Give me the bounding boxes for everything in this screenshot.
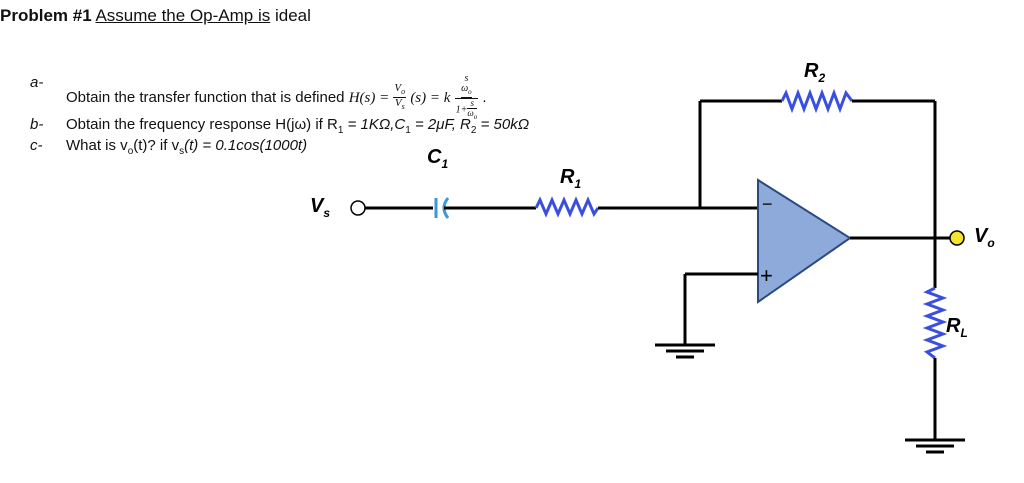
label-rl: RL (946, 315, 968, 340)
opamp-body (757, 178, 852, 304)
label-c1: C1 (427, 146, 448, 171)
ground-symbol-left (655, 343, 715, 359)
title-underlined: Assume the Op-Amp is (95, 6, 271, 25)
item-b-label: b- (30, 116, 44, 133)
item-a-label: a- (30, 74, 44, 91)
label-vo: Vo (974, 225, 995, 250)
problem-title: Problem #1 Assume the Op-Amp is ideal (0, 6, 311, 26)
label-r2: R2 (804, 60, 825, 85)
problem-number: Problem #1 (0, 6, 92, 25)
title-suffix: ideal (274, 6, 311, 25)
item-b-text: Obtain the frequency response H(jω) if R… (66, 116, 530, 136)
opamp-plus-sign: + (760, 263, 773, 288)
item-c-text: What is vo(t)? if vs(t) = 0.1cos(1000t) (66, 137, 308, 157)
item-a-text: Obtain the transfer function that is def… (66, 73, 487, 121)
resistor-rl (922, 286, 948, 360)
formula-mid: (s) = k (410, 89, 451, 106)
label-r1: R1 (560, 166, 581, 191)
resistor-r1 (534, 196, 600, 218)
formula-vo-over-vs: Vo Vs (393, 82, 407, 112)
ground-symbol-right (905, 438, 965, 454)
vo-terminal (949, 230, 965, 246)
vs-terminal (350, 200, 366, 216)
item-c-label: c- (30, 137, 43, 154)
label-vs: Vs (310, 195, 330, 220)
item-b: b- (30, 116, 43, 134)
resistor-r2 (780, 88, 854, 114)
opamp-minus-sign: − (762, 194, 773, 214)
item-c: c- (30, 137, 43, 155)
item-a: a- (30, 74, 43, 92)
item-a-body: Obtain the transfer function that is def… (66, 88, 345, 106)
formula-lhs: H(s) = (348, 89, 390, 106)
